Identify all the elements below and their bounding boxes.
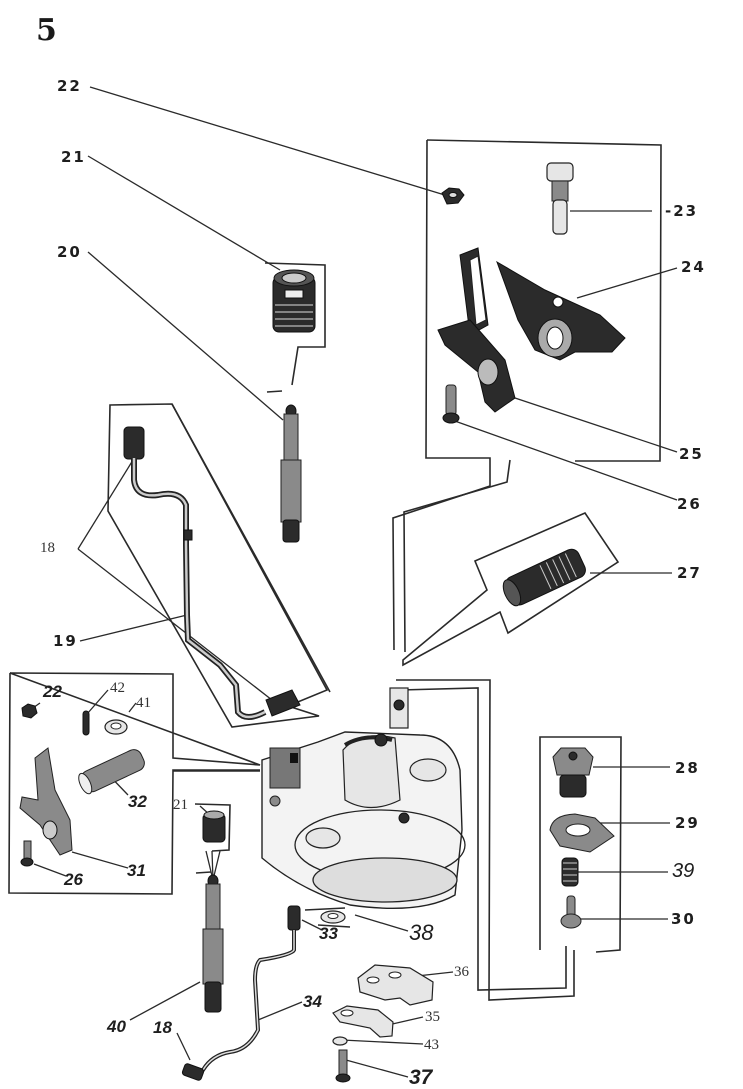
callout-36: 36	[454, 964, 469, 980]
callout-37: 37	[409, 1066, 433, 1089]
leader-26	[451, 419, 678, 501]
part-30-screw	[560, 895, 582, 929]
frame-lever-left-tail	[392, 139, 491, 651]
part-40-plunger	[202, 874, 224, 1013]
callout-39: 39	[672, 860, 695, 882]
part-26-inset-screw	[20, 840, 34, 867]
callout-27: 27	[677, 564, 702, 582]
callout-41: 41	[136, 695, 151, 711]
leader-26-inset	[33, 863, 67, 877]
frame-inset-left	[8, 672, 260, 895]
leader-37	[345, 1059, 409, 1078]
part-27-sleeve	[502, 548, 586, 607]
frame-sleeve-21-lower	[194, 803, 231, 852]
frame-plunger-40	[195, 871, 212, 874]
callout-18: 18	[40, 540, 55, 556]
callout-38: 38	[409, 920, 434, 945]
callout-26: 26	[677, 495, 702, 513]
frame-pipe-19-diag	[171, 403, 331, 693]
part-36-clamp	[357, 964, 434, 1006]
callout-21: 21	[61, 148, 86, 166]
callout-29: 29	[675, 814, 700, 832]
leader-21	[87, 155, 281, 271]
callout-20: 20	[57, 243, 82, 261]
leader-18-a	[77, 459, 134, 550]
callout-22-inset: 22	[43, 682, 62, 701]
callout-34: 34	[303, 992, 322, 1011]
part-39-spring	[561, 857, 579, 887]
part-21-sleeve	[272, 269, 316, 333]
frame-sleeve-21	[264, 262, 326, 386]
leader-41	[128, 702, 137, 713]
part-22-inset-nut	[21, 703, 38, 719]
part-38-washer	[304, 907, 351, 928]
part-20-plunger	[280, 404, 302, 543]
frame-inset-left-top	[9, 672, 261, 766]
callout-24: 24	[681, 258, 706, 276]
part-43-washer	[332, 1036, 348, 1046]
leader-18-b	[77, 548, 273, 701]
part-21-lower-sleeve	[202, 810, 226, 843]
callout-43: 43	[424, 1037, 439, 1053]
callout-frames	[8, 139, 662, 1001]
callout-18-lower: 18	[153, 1018, 172, 1037]
parts-drawings	[19, 162, 626, 1083]
frame-right-connector-inner	[399, 687, 567, 991]
part-31-lever	[19, 747, 73, 856]
part-34-pipe	[181, 905, 301, 1081]
frame-lever-right-tail	[403, 459, 511, 653]
frame-lever-group	[426, 139, 662, 462]
callout-23: -23	[665, 202, 699, 220]
leader-40	[129, 981, 201, 1021]
callout-26-inset: 26	[64, 870, 83, 889]
callout-19: 19	[53, 632, 78, 650]
part-29-lock-plate	[549, 813, 615, 853]
part-32-pin	[78, 749, 145, 795]
callout-22: 22	[57, 77, 82, 95]
callout-28: 28	[675, 759, 700, 777]
callout-31: 31	[127, 861, 146, 880]
leader-31	[71, 851, 129, 869]
callout-25: 25	[679, 445, 704, 463]
part-pump-head-housing	[261, 687, 466, 910]
callout-42: 42	[110, 680, 125, 696]
leader-25	[514, 397, 678, 453]
leader-20	[87, 251, 284, 421]
part-26-screw	[442, 384, 460, 424]
part-35-clamp	[332, 1005, 394, 1038]
leader-18-lower	[176, 1032, 191, 1061]
frame-sleeve-27	[402, 512, 620, 667]
leader-lines	[29, 86, 678, 1078]
part-23-bolt	[546, 162, 574, 235]
part-28-plug	[552, 747, 594, 798]
figure-number: 5	[36, 13, 57, 48]
frame-plunger-20	[266, 390, 283, 393]
frame-28-30	[539, 736, 622, 953]
leader-38	[354, 914, 409, 932]
part-24-lever	[496, 260, 626, 361]
callout-32: 32	[128, 792, 147, 811]
leader-34	[257, 1001, 303, 1021]
leader-19	[79, 614, 188, 642]
leader-42	[86, 689, 109, 715]
part-19-pipe	[123, 426, 301, 720]
part-42-cotter-pin	[82, 710, 90, 736]
callout-21-lower: 21	[173, 797, 188, 813]
callout-40: 40	[107, 1017, 126, 1036]
leader-22	[89, 86, 449, 197]
callout-35: 35	[425, 1009, 440, 1025]
leader-43	[341, 1039, 424, 1045]
leader-33	[301, 919, 323, 931]
callout-33: 33	[319, 924, 338, 943]
callout-30: 30	[671, 910, 696, 928]
frame-right-connector-outer	[396, 679, 575, 1001]
part-25-control-lever	[437, 247, 516, 413]
leader-24	[576, 267, 678, 299]
leader-35	[387, 1016, 424, 1026]
part-37-screw	[335, 1049, 351, 1083]
